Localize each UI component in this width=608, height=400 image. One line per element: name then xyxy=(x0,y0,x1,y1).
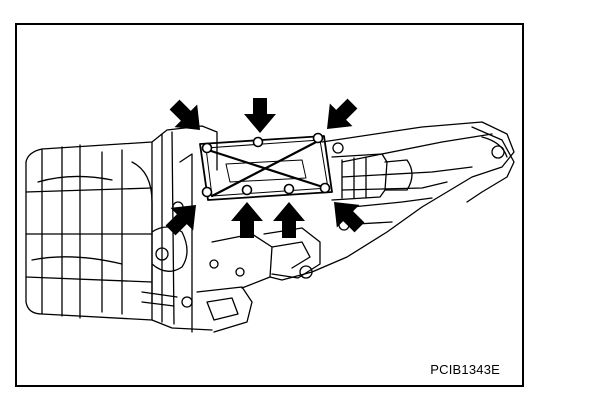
bolt xyxy=(283,183,295,195)
bolt xyxy=(319,182,331,194)
arrow-icon xyxy=(273,202,305,238)
bolt xyxy=(312,132,324,144)
bolt xyxy=(201,142,213,154)
figure-frame: PCIB1343E xyxy=(15,23,524,387)
bolt-arrows xyxy=(165,98,365,238)
bolt xyxy=(252,136,264,148)
cover-bolts xyxy=(201,132,331,198)
arrow-icon xyxy=(169,99,200,130)
cover-plate xyxy=(199,135,333,201)
transmission-main-case xyxy=(25,125,273,333)
bolt xyxy=(241,184,253,196)
arrow-icon xyxy=(327,98,358,129)
arrow-icon xyxy=(334,202,365,233)
transmission-illustration xyxy=(25,98,515,333)
arrow-icon xyxy=(165,205,196,236)
arrow-icon xyxy=(244,98,276,133)
arrow-icon xyxy=(231,202,263,238)
extension-housing xyxy=(263,121,515,281)
bolt xyxy=(201,186,213,198)
figure-code: PCIB1343E xyxy=(430,362,500,377)
